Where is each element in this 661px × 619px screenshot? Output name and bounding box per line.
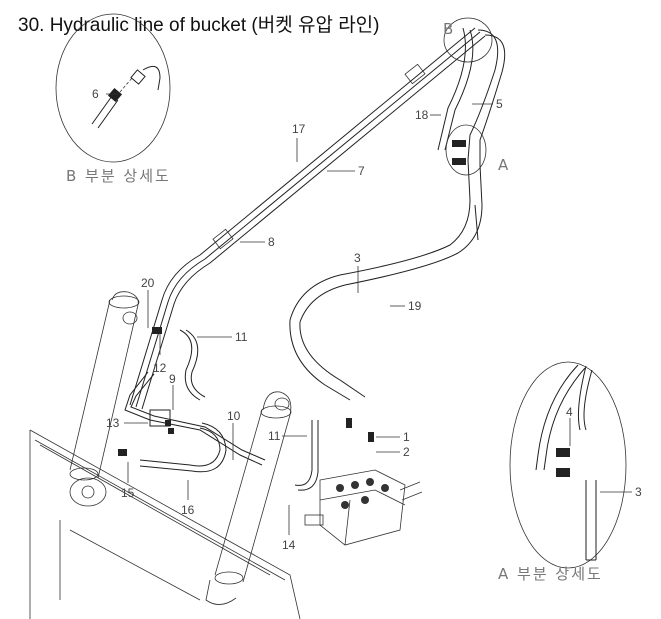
label-6: 6 — [92, 87, 99, 101]
control-valve — [304, 469, 423, 546]
steel-pipes — [124, 27, 486, 466]
detail-marker-a: A — [498, 156, 510, 174]
hose-11-lower — [294, 420, 313, 486]
hose-11-upper — [179, 329, 201, 401]
label-5: 5 — [496, 97, 503, 111]
label-16: 16 — [181, 503, 195, 517]
label-1: 1 — [403, 430, 410, 444]
label-4: 4 — [566, 405, 573, 419]
detail-marker-b: B — [443, 20, 455, 38]
label-11: 11 — [235, 330, 248, 344]
label-14: 14 — [282, 538, 296, 552]
label-13: 13 — [106, 416, 120, 430]
label-7: 7 — [358, 164, 365, 178]
clamp-8 — [212, 228, 234, 250]
label-18: 18 — [415, 108, 429, 122]
detail-caption-b: B 부분 상세도 — [66, 167, 171, 185]
label-12: 12 — [153, 361, 167, 375]
hose-16 — [139, 427, 221, 467]
part-labels: 6 17 7 18 5 8 3 19 20 11 12 9 13 10 11 1… — [92, 87, 642, 552]
detail-view-a — [445, 124, 627, 569]
detail-caption-a: A 부분 상세도 — [498, 565, 603, 583]
label-8: 8 — [268, 235, 275, 249]
label-11b: 11 — [268, 429, 281, 443]
loader-frame — [29, 429, 301, 619]
label-2: 2 — [403, 445, 410, 459]
left-cylinder — [69, 291, 140, 481]
clamp-top — [404, 63, 426, 85]
leader-lines — [106, 93, 632, 535]
detail-view-b — [55, 13, 493, 163]
label-20: 20 — [141, 276, 155, 290]
label-3: 3 — [354, 251, 361, 265]
label-15: 15 — [121, 486, 135, 500]
hoses-right — [289, 27, 506, 401]
label-10: 10 — [227, 409, 241, 423]
diagram-title: 30. Hydraulic line of bucket (버켓 유압 라인) — [18, 15, 380, 36]
fittings — [118, 327, 374, 456]
label-3b: 3 — [635, 485, 642, 499]
right-cylinder — [205, 391, 292, 605]
label-19: 19 — [408, 299, 422, 313]
label-17: 17 — [292, 122, 306, 136]
label-9: 9 — [169, 372, 176, 386]
